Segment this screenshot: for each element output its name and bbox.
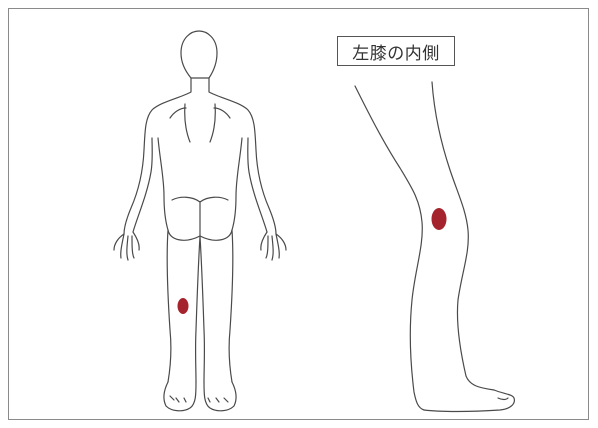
body-back-view xyxy=(114,31,286,411)
knee-marker-side xyxy=(432,208,447,230)
knee-marker-back xyxy=(178,298,189,314)
knee-label: 左膝の内側 xyxy=(352,39,440,64)
knee-label-box: 左膝の内側 xyxy=(337,36,455,66)
leg-side-view xyxy=(355,82,514,412)
